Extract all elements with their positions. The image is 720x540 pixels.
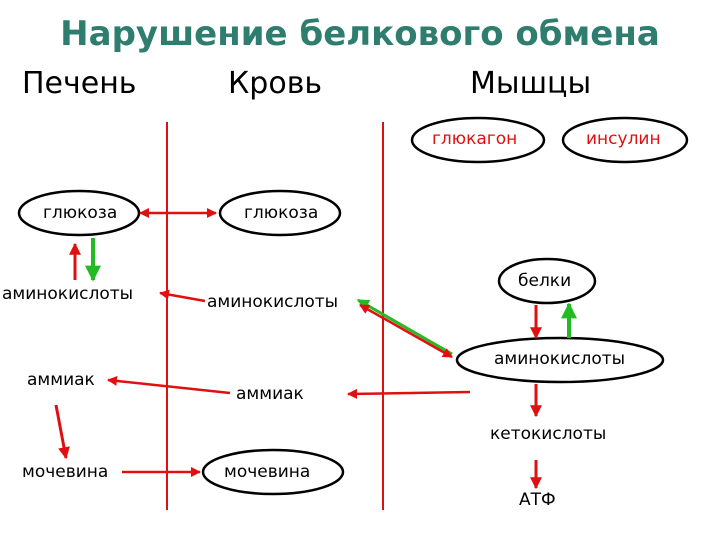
- column-header-muscle: Мышцы: [470, 66, 592, 101]
- glucose-blood-ellipse: [218, 189, 342, 237]
- insulin-label: инсулин: [586, 129, 661, 149]
- insulin-ellipse: [561, 116, 689, 164]
- amino-muscle-ellipse: [455, 336, 665, 384]
- glucose-liver-label: глюкоза: [43, 203, 118, 223]
- proteins-label: белки: [518, 271, 572, 291]
- glucose-blood-label: глюкоза: [244, 203, 319, 223]
- column-header-blood: Кровь: [228, 66, 323, 101]
- amino-blood-label: аминокислоты: [207, 292, 339, 312]
- urea-blood-label: мочевина: [224, 462, 311, 482]
- page-title: Нарушение белкового обмена: [60, 14, 660, 54]
- ammonia-liver-label: аммиак: [27, 370, 95, 390]
- proteins-ellipse: [497, 257, 597, 305]
- arrow-amino-exchange-blood-muscle: [356, 298, 453, 356]
- glucagon-label: глюкагон: [432, 129, 518, 149]
- arrow-amino-muscle-to-blood: [359, 303, 453, 359]
- arrow-amino-to-ammonia-blood: [347, 388, 471, 399]
- arrow-amino-blood-to-liver: [159, 289, 206, 303]
- arrow-ammonia-to-urea-liver: [54, 404, 70, 460]
- ketoacids-label: кетокислоты: [490, 424, 607, 444]
- amino-muscle-label: аминокислоты: [494, 349, 626, 369]
- ammonia-blood-label: аммиак: [236, 384, 304, 404]
- atp-label: АТФ: [519, 490, 556, 510]
- column-header-liver: Печень: [22, 66, 137, 101]
- amino-liver-label: аминокислоты: [2, 284, 134, 304]
- urea-liver-label: мочевина: [22, 462, 109, 482]
- arrow-ammonia-blood-to-liver: [107, 375, 231, 395]
- glucagon-ellipse: [410, 116, 546, 164]
- urea-blood-ellipse: [201, 448, 345, 496]
